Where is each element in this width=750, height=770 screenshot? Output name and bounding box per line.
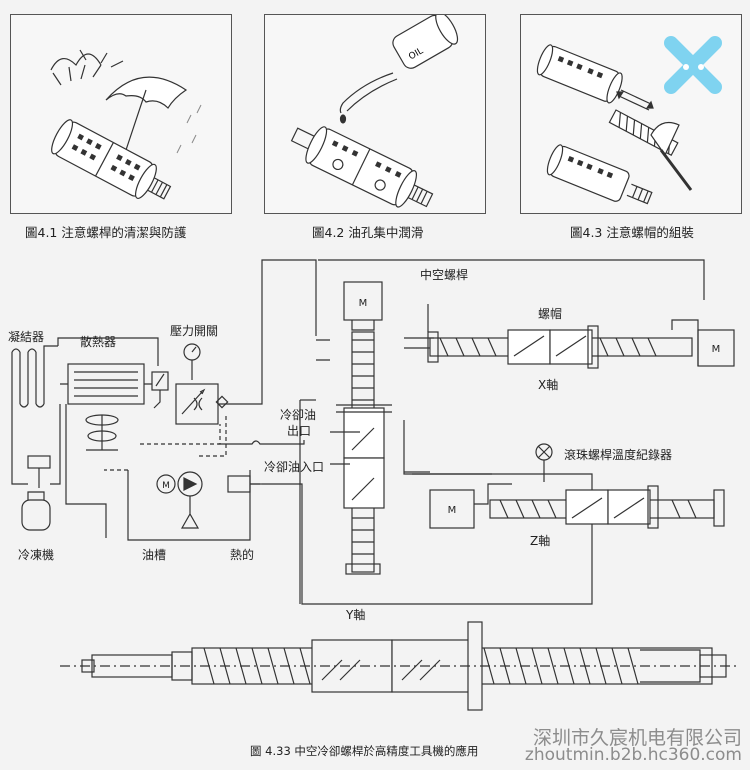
prohibited-x-icon (664, 36, 722, 94)
label-y-axis: Y軸 (346, 608, 366, 622)
label-condenser: 凝結器 (8, 330, 45, 344)
caption-fig-4-33: 圖 4.33 中空冷卻螺桿於高精度工具機的應用 (250, 744, 479, 758)
y-nut-lower (343, 457, 385, 509)
panel-fig-4-3 (520, 14, 742, 214)
hollow-ball-screw (60, 621, 740, 711)
x-motor-label: M (712, 344, 721, 355)
motor-icon (156, 474, 176, 494)
panel-fig-4-1 (10, 14, 232, 214)
z-motor (429, 489, 475, 529)
x-nut-left (507, 329, 551, 365)
label-temp-recorder: 滾珠螺桿溫度紀錄器 (564, 448, 673, 462)
oil-tank (127, 470, 251, 541)
nut-assembly-illustration (536, 36, 722, 205)
label-coolant-out-1: 冷卻油 (280, 408, 317, 422)
z-nut-left (565, 489, 609, 525)
z-motor-label: M (448, 505, 457, 516)
screw-cleaning-illustration (50, 49, 202, 200)
label-coolant-in: 冷卻油入口 (264, 460, 325, 474)
pressure-gauge-icon (183, 343, 201, 380)
caption-fig-4-2: 圖4.2 油孔集中潤滑 (312, 225, 424, 240)
label-z-axis: Z軸 (530, 534, 551, 548)
caption-fig-4-1: 圖4.1 注意螺桿的清潔與防護 (25, 225, 187, 240)
refrigerator-unit (21, 499, 51, 531)
label-hot: 熱的 (230, 548, 255, 562)
label-pressure-switch: 壓力開關 (170, 324, 219, 338)
condenser-coil (11, 345, 58, 408)
label-nut: 螺帽 (538, 307, 563, 321)
fan-icon (85, 414, 119, 451)
label-x-axis: X軸 (538, 378, 559, 392)
y-nut-upper (343, 407, 385, 459)
label-oil-tank: 油槽 (142, 548, 167, 562)
panel-fig-4-2: OIL (264, 14, 486, 214)
pump-motor-label: M (162, 481, 170, 491)
y-motor (343, 281, 383, 321)
oil-lubrication-illustration: OIL (290, 15, 459, 208)
label-coolant-out-2: 出口 (287, 424, 312, 438)
label-refrigerator: 冷凍機 (18, 548, 55, 562)
x-nut-right (549, 329, 593, 365)
watermark-company: 深圳市久宸机电有限公司 (532, 727, 742, 749)
label-hollow-screw: 中空螺桿 (420, 268, 469, 282)
z-nut-right (607, 489, 651, 525)
caption-fig-4-3: 圖4.3 注意螺帽的組裝 (570, 225, 694, 240)
y-motor-label: M (359, 298, 368, 309)
radiator (60, 363, 152, 405)
watermark-url: zhoutmin.b2b.hc360.com (524, 745, 742, 765)
label-radiator: 散熱器 (80, 335, 117, 349)
